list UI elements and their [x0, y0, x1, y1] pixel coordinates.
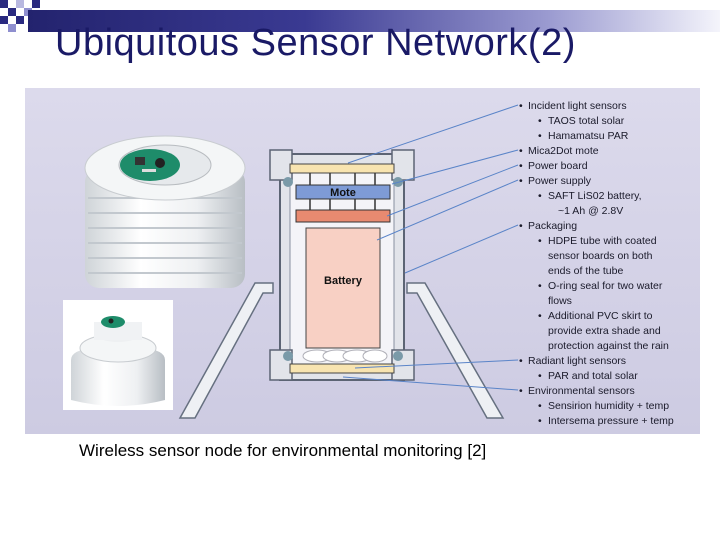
callout-sub-item-continued: provide extra shade and — [518, 324, 700, 339]
callout-sub-item: O-ring seal for two water — [518, 279, 700, 294]
mote-board — [295, 184, 391, 200]
callout-sub-item: PAR and total solar — [518, 369, 700, 384]
callout-sub-item-continued: flows — [518, 294, 700, 309]
callout-sub-item-continued: ~1 Ah @ 2.8V — [558, 205, 624, 217]
sensor-node-photo-small — [63, 300, 173, 410]
callout-continuation-text: sensor boards on both — [548, 250, 653, 262]
callout-sub-item-continued: ends of the tube — [518, 264, 700, 279]
callout-sub-item: TAOS total solar — [518, 114, 700, 129]
callout-mica2dot-mote: Mica2Dot mote — [518, 144, 700, 159]
callout-sub-item-continued: protection against the rain — [518, 339, 700, 354]
sensor-node-photo-large — [84, 135, 246, 288]
callout-sub-item: SAFT LiS02 battery, — [518, 189, 700, 204]
callout-continuation-text: provide extra shade and — [548, 325, 661, 337]
power-board — [295, 209, 391, 223]
slide-title: Ubiquitous Sensor Network(2) — [55, 22, 576, 64]
callout-power-supply: Power supply — [518, 174, 700, 189]
component-callouts: Incident light sensors TAOS total solar … — [518, 99, 700, 429]
callout-sub-item: Intersema pressure + temp — [518, 414, 700, 429]
callout-sub-item: Additional PVC skirt to — [518, 309, 700, 324]
callout-power-board: Power board — [518, 159, 700, 174]
callout-continuation-text: ends of the tube — [548, 265, 624, 277]
callout-sub-item-continued: sensor boards on both — [518, 249, 700, 264]
battery-label: Battery — [324, 275, 363, 287]
callout-radiant-light-sensors: Radiant light sensors — [518, 354, 700, 369]
sensor-node-figure: Mote Battery Incident light sensors — [25, 88, 700, 434]
callout-environmental-sensors: Environmental sensors — [518, 384, 700, 399]
callout-packaging: Packaging — [518, 219, 700, 234]
leader-lines — [342, 104, 519, 391]
callout-continuation-text: protection against the rain — [548, 340, 669, 352]
radiant-light-sensor-board — [289, 363, 395, 374]
callout-sub-item: Sensirion humidity + temp — [518, 399, 700, 414]
battery — [305, 227, 381, 349]
callout-continuation-text: flows — [548, 295, 572, 307]
cross-section-diagram: Mote Battery — [178, 104, 519, 419]
figure-caption: Wireless sensor node for environmental m… — [79, 441, 487, 460]
callout-sub-item: Hamamatsu PAR — [518, 129, 700, 144]
incident-light-sensor-board — [289, 163, 395, 174]
callout-incident-light-sensors: Incident light sensors — [518, 99, 700, 114]
callout-sub-item: HDPE tube with coated — [518, 234, 700, 249]
title-banner — [28, 10, 720, 32]
mote-label: Mote — [330, 187, 356, 199]
